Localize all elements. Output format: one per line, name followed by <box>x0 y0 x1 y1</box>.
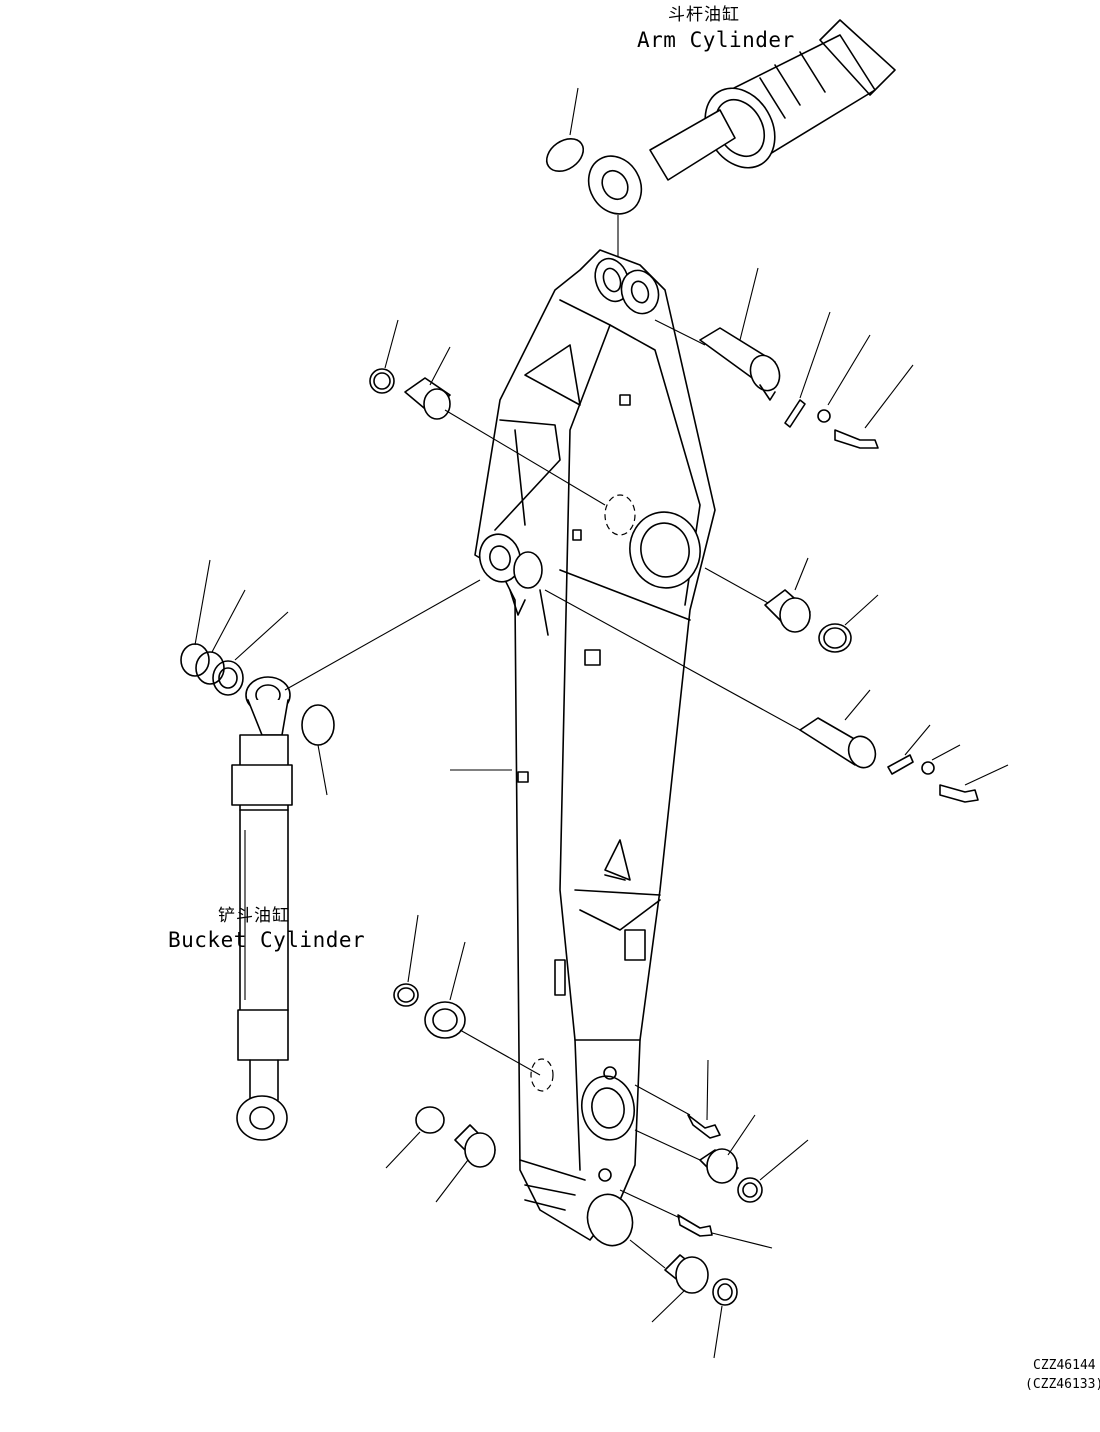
arm-cylinder-label-en: Arm Cylinder <box>637 28 795 52</box>
bucket-cylinder <box>231 579 481 1141</box>
arm-cylinder-washer <box>545 87 585 173</box>
upper-bushing-group <box>369 319 606 506</box>
bucket-cylinder-label-en: Bucket Cylinder <box>168 928 366 952</box>
arm-body <box>474 249 716 1247</box>
bucket-cylinder-label-cn: 铲斗油缸 <box>218 906 290 926</box>
middle-bushing-group <box>704 557 879 653</box>
bucket-cylinder-shims <box>180 559 335 796</box>
upper-pin-group <box>654 267 914 449</box>
arm-cylinder-label-cn: 斗杆油缸 <box>668 5 740 25</box>
lower-left-bushing-group <box>385 914 541 1203</box>
arm-cylinder <box>587 19 896 258</box>
lower-right-parts <box>619 1059 809 1359</box>
drawing-code: CZZ46144 <box>1033 1358 1096 1373</box>
drawing-code-secondary: (CZZ46133) <box>1025 1377 1100 1392</box>
middle-pin-group <box>544 589 1009 803</box>
